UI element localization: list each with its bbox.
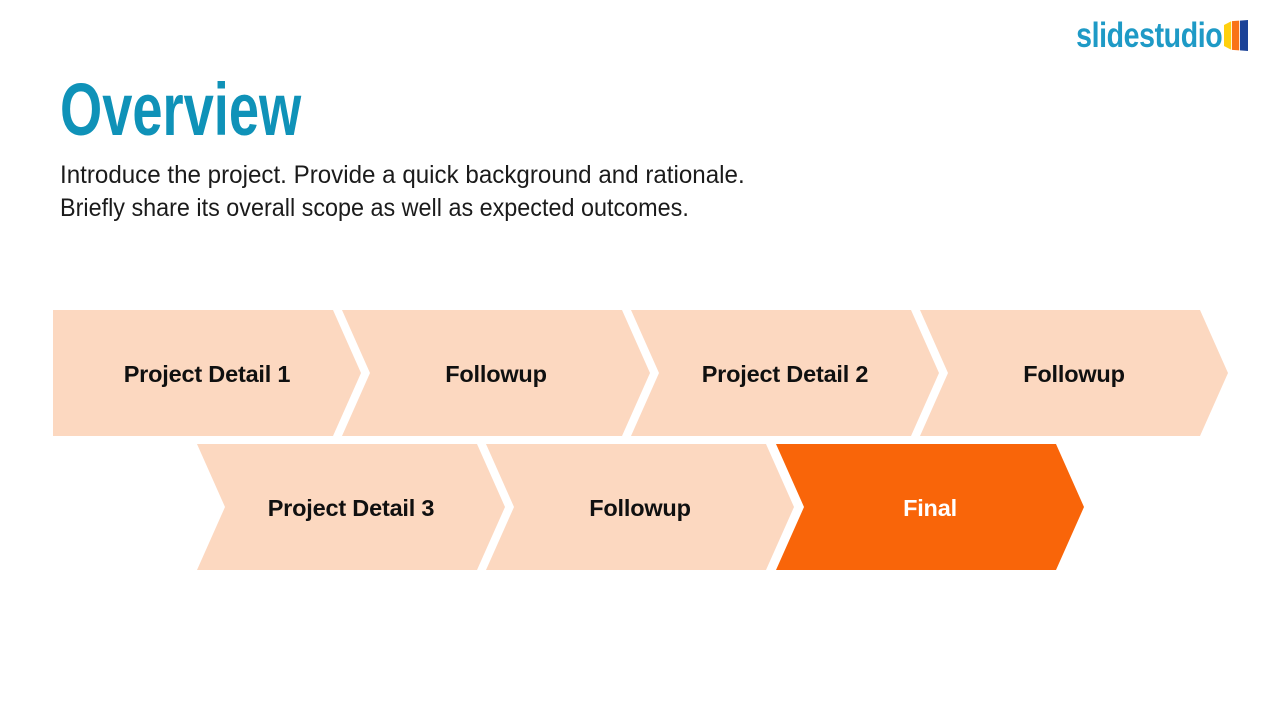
process-step-label: Followup	[445, 360, 547, 387]
slide-description: Introduce the project. Provide a quick b…	[60, 159, 769, 225]
process-step-final: Final	[776, 444, 1084, 570]
description-line-1: Introduce the project. Provide a quick b…	[60, 161, 745, 189]
process-step-r1-3: Project Detail 2	[631, 310, 939, 436]
process-step-label: Project Detail 2	[701, 360, 869, 387]
process-step-r1-1: Project Detail 1	[53, 310, 361, 436]
logo-text: slidestudio	[1075, 16, 1222, 55]
process-step-label: Followup	[1023, 360, 1125, 387]
logo-page-blue	[1240, 20, 1248, 51]
process-step-label: Project Detail 1	[123, 360, 291, 387]
logo-page-yellow	[1224, 21, 1232, 50]
logo-page-orange	[1232, 20, 1240, 51]
process-step-r1-4: Followup	[920, 310, 1228, 436]
process-step-r1-2: Followup	[342, 310, 650, 436]
process-step-r2-2: Followup	[486, 444, 794, 570]
slide-title: Overview	[60, 68, 302, 151]
description-line-2: Briefly share its overall scope as well …	[60, 194, 689, 222]
process-step-label: Project Detail 3	[267, 494, 435, 521]
process-step-r2-1: Project Detail 3	[197, 444, 505, 570]
process-step-label: Final	[903, 494, 957, 521]
process-step-label: Followup	[589, 494, 691, 521]
logo-fanned-pages-icon	[1224, 20, 1248, 51]
